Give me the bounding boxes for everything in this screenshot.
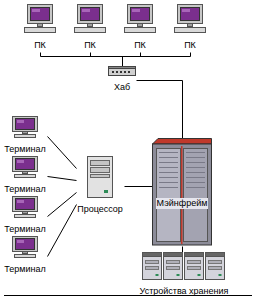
front-end-processor-icon bbox=[87, 156, 113, 198]
network-link bbox=[123, 53, 191, 67]
front-end-processor: Процессор bbox=[76, 156, 124, 216]
terminal-icon bbox=[9, 156, 41, 178]
network-hub-icon bbox=[108, 66, 136, 76]
label-group: Терминал bbox=[3, 116, 47, 156]
network-link bbox=[48, 137, 77, 169]
pc-workstation: ПК bbox=[123, 4, 157, 52]
pc-workstation: ПК bbox=[73, 4, 107, 52]
device-label: ПК bbox=[84, 40, 96, 51]
label-group: Процессор bbox=[76, 156, 124, 216]
label-group: Терминал bbox=[3, 236, 47, 276]
label-group: Устройства хранения bbox=[139, 252, 230, 298]
pc-workstation-icon bbox=[23, 4, 57, 34]
network-link bbox=[41, 53, 123, 67]
storage-devices: Устройства хранения bbox=[139, 252, 230, 298]
label-group: ПК bbox=[123, 4, 157, 52]
device-label: Процессор bbox=[77, 204, 123, 215]
mainframe-icon bbox=[152, 138, 212, 246]
device-label: Терминал bbox=[4, 264, 45, 275]
device-label: Терминал bbox=[4, 184, 45, 195]
device-label: Терминал bbox=[4, 224, 45, 235]
network-link bbox=[91, 53, 123, 67]
label-group: Терминал bbox=[3, 196, 47, 236]
terminal-icon bbox=[9, 196, 41, 218]
terminal: Терминал bbox=[3, 116, 47, 156]
pc-workstation-icon bbox=[123, 4, 157, 34]
network-link bbox=[48, 177, 77, 181]
device-label: Терминал bbox=[4, 144, 45, 155]
terminal: Терминал bbox=[3, 236, 47, 276]
network-link bbox=[48, 205, 77, 257]
label-group: Мэйнфрейм bbox=[156, 192, 209, 210]
mainframe: Мэйнфрейм bbox=[152, 138, 212, 246]
terminal-icon bbox=[9, 116, 41, 138]
label-group: Хаб bbox=[108, 66, 136, 94]
device-label: ПК bbox=[34, 40, 46, 51]
label-group: ПК bbox=[23, 4, 57, 52]
device-label: Мэйнфрейм bbox=[156, 198, 209, 209]
network-link bbox=[182, 247, 183, 253]
storage-devices-icon bbox=[142, 252, 226, 280]
network-link bbox=[125, 186, 153, 187]
terminal: Терминал bbox=[3, 156, 47, 196]
pc-workstation-icon bbox=[173, 4, 207, 34]
label-group: ПК bbox=[73, 4, 107, 52]
label-group: Терминал bbox=[3, 156, 47, 196]
pc-workstation: ПК bbox=[23, 4, 57, 52]
label-group: ПК bbox=[173, 4, 207, 52]
network-link bbox=[123, 53, 141, 67]
device-label: ПК bbox=[134, 40, 146, 51]
network-hub: Хаб bbox=[108, 66, 136, 94]
pc-workstation-icon bbox=[73, 4, 107, 34]
terminal-icon bbox=[9, 236, 41, 258]
device-label: ПК bbox=[184, 40, 196, 51]
pc-workstation: ПК bbox=[173, 4, 207, 52]
device-label: Устройства хранения bbox=[140, 286, 229, 297]
device-label: Хаб bbox=[114, 82, 130, 93]
network-link bbox=[137, 81, 183, 139]
terminal: Терминал bbox=[3, 196, 47, 236]
